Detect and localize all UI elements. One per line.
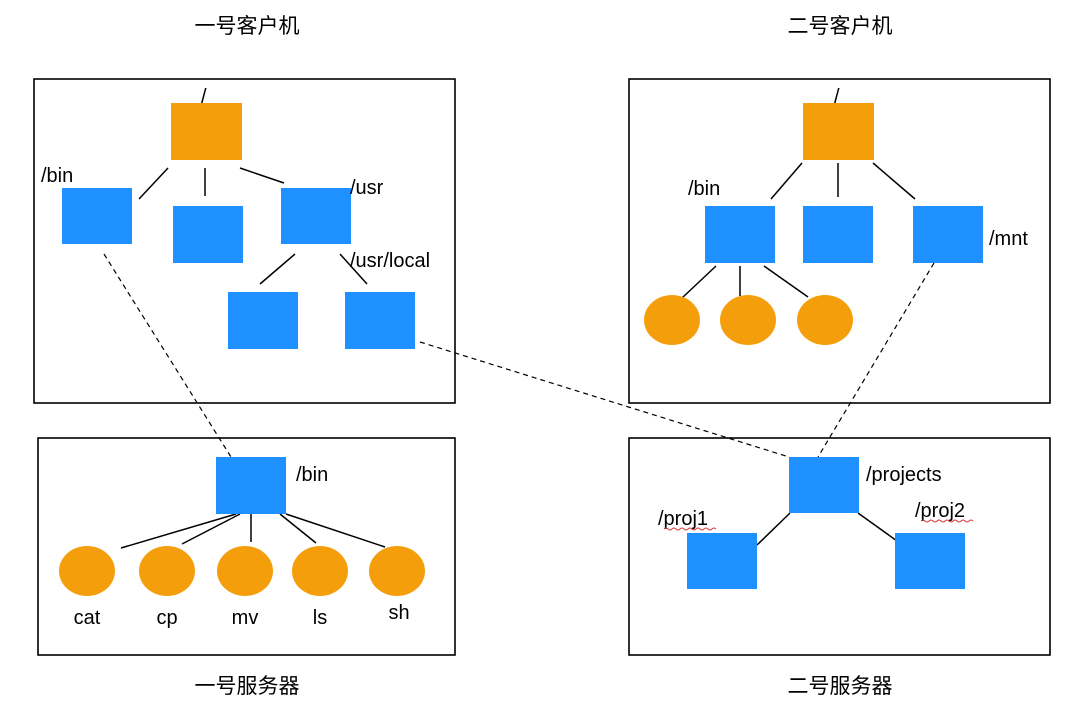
c2-bin-label: /bin: [688, 178, 720, 200]
s1-file-cp: [139, 546, 195, 596]
server2-title: 二号服务器: [788, 674, 893, 698]
s1-edge-cp: [181, 513, 241, 545]
c2-edge-bin-file1: [681, 265, 717, 299]
s2-edge-proj2: [857, 512, 898, 542]
s2-proj2-label: /proj2: [915, 500, 965, 522]
s2-proj1-spellcheck-underline: [663, 527, 717, 531]
c2-mnt-label: /mnt: [989, 228, 1028, 250]
s1-edge-cat: [120, 513, 237, 549]
s1-file-cat: [59, 546, 115, 596]
c2-folder: [803, 206, 873, 263]
s1-file-label-mv: mv: [232, 607, 259, 629]
mount-link-c1bin-s1bin: [103, 253, 232, 458]
s1-edge-ls: [279, 513, 317, 544]
s1-file-label-ls: ls: [313, 607, 327, 629]
c1-edge-usr-local: [339, 253, 368, 285]
client2-title: 二号客户机: [788, 14, 893, 38]
s1-file-label-sh: sh: [388, 602, 409, 624]
s2-proj1-label: /proj1: [658, 508, 708, 530]
c1-bin-folder: [62, 188, 132, 244]
c2-root-folder: [803, 103, 874, 160]
server1-title: 一号服务器: [195, 674, 300, 698]
c1-usr-label: /usr: [350, 177, 384, 199]
mount-link-c1local-s2projects: [419, 341, 790, 458]
c1-root-label: /: [201, 86, 207, 108]
c2-file-1: [644, 295, 700, 345]
s2-projects-label: /projects: [866, 464, 942, 486]
s2-proj1-folder: [687, 533, 757, 589]
c1-folder: [173, 206, 243, 263]
s1-bin-folder: [216, 457, 286, 514]
c2-edge-root-mnt: [872, 162, 916, 200]
s1-file-sh: [369, 546, 425, 596]
c2-edge-bin-file3: [763, 265, 809, 298]
c2-file-3: [797, 295, 853, 345]
client1-title: 一号客户机: [195, 14, 300, 38]
c1-usr-local-label: /usr/local: [350, 250, 430, 272]
s2-edge-proj1: [756, 512, 791, 546]
c2-mnt-folder: [913, 206, 983, 263]
s2-projects-folder: [789, 457, 859, 513]
s1-file-label-cat: cat: [74, 607, 101, 629]
s2-proj2-spellcheck-underline: [920, 519, 974, 523]
c1-edge-usr-child1: [259, 253, 296, 285]
c1-edge-root-usr: [239, 167, 285, 184]
c1-usr-child-folder: [228, 292, 298, 349]
c2-edge-root-bin: [770, 162, 803, 200]
c1-bin-label: /bin: [41, 165, 73, 187]
c1-usr-folder: [281, 188, 351, 244]
c1-root-folder: [171, 103, 242, 160]
s1-bin-label: /bin: [296, 464, 328, 486]
s1-file-mv: [217, 546, 273, 596]
s1-file-label-cp: cp: [156, 607, 177, 629]
c1-edge-root-bin: [138, 167, 169, 200]
c2-root-label: /: [834, 86, 840, 108]
c1-usr-local-folder: [345, 292, 415, 349]
s1-file-ls: [292, 546, 348, 596]
c2-file-2: [720, 295, 776, 345]
s1-edge-sh: [285, 513, 386, 548]
s2-proj2-folder: [895, 533, 965, 589]
c2-bin-folder: [705, 206, 775, 263]
mount-link-c2mnt-s2projects: [817, 262, 935, 458]
